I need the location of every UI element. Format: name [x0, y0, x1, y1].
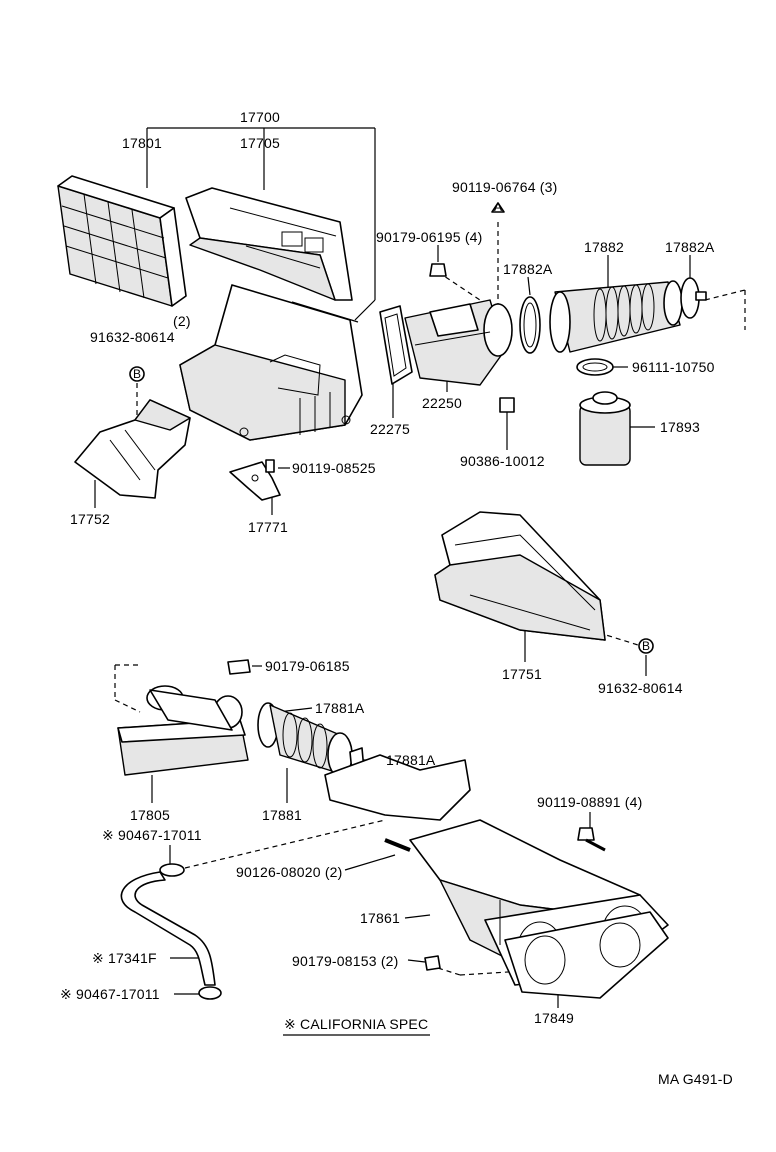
label-96111-10750: 96111-10750: [632, 359, 715, 375]
label-17705: 17705: [240, 135, 280, 151]
hose-clip-bottom-drawing: [198, 986, 222, 1000]
label-22275: 22275: [370, 421, 410, 437]
clamp-17882a-left-drawing: [519, 296, 541, 354]
label-17849: 17849: [534, 1010, 574, 1026]
label-17771: 17771: [248, 519, 288, 535]
label-90179-06185: 90179-06185: [265, 658, 350, 674]
label-17341f: ※ 17341F: [92, 950, 157, 966]
label-17805: 17805: [130, 807, 170, 823]
air-cleaner-case-drawing: [179, 284, 363, 441]
label-91632-right: 91632-80614: [598, 680, 683, 696]
clamp-96111-drawing: [576, 358, 614, 376]
label-17881a-mid: 17881A: [386, 752, 436, 768]
label-17881a-top: 17881A: [315, 700, 365, 716]
label-17801: 17801: [122, 135, 162, 151]
california-spec-note: ※ CALIFORNIA SPEC: [284, 1016, 428, 1032]
inlet-duct-17751-drawing: [434, 511, 606, 641]
label-90179-06195: 90179-06195 (4): [376, 229, 483, 245]
air-flow-meter-22250-drawing: [404, 299, 513, 386]
marker-b-right-text: B: [642, 639, 650, 653]
marker-b-right: B: [638, 638, 654, 654]
label-17700: 17700: [240, 109, 280, 125]
label-17882a-left: 17882A: [503, 261, 553, 277]
clip-90179-06185-drawing: [227, 659, 251, 675]
label-17882: 17882: [584, 239, 624, 255]
nut-90179-06195-drawing: [429, 263, 447, 277]
nut-90179-08153-drawing: [424, 955, 441, 971]
marker-a: A: [491, 200, 505, 214]
hose-17881-drawing: [269, 704, 353, 778]
hose-17341f-drawing: [120, 871, 216, 986]
label-90126-08020: 90126-08020 (2): [236, 864, 343, 880]
marker-b-left: B: [129, 366, 145, 382]
label-17751: 17751: [502, 666, 542, 682]
stud-90126-drawing: [384, 838, 411, 852]
part-labels: 17700 17801 17705 (2) 91632-80614 17752 …: [60, 109, 733, 1087]
label-17881: 17881: [262, 807, 302, 823]
inlet-duct-17752-drawing: [74, 399, 191, 499]
label-90179-08153: 90179-08153 (2): [292, 953, 399, 969]
label-91632-left: 91632-80614: [90, 329, 175, 345]
bolt-90119-08891-drawing: [577, 827, 606, 852]
gasket-17849-drawing: [504, 911, 669, 999]
hose-17882-drawing: [549, 280, 683, 353]
air-cleaner-cap-drawing: [185, 187, 353, 301]
leader-lines: [94, 127, 746, 1036]
label-90119-08525: 90119-08525: [292, 460, 376, 476]
label-90467-bottom: ※ 90467-17011: [60, 986, 160, 1002]
grommet-90386-drawing: [499, 397, 515, 413]
label-90119-08891: 90119-08891 (4): [537, 794, 642, 810]
air-box-17805-drawing: [117, 685, 249, 776]
marker-a-text: A: [494, 200, 502, 214]
bracket-17771-drawing: [229, 459, 281, 501]
label-22250: 22250: [422, 395, 462, 411]
clamp-17882a-right-drawing: [680, 277, 707, 319]
label-17893: 17893: [660, 419, 700, 435]
hose-clip-top-drawing: [159, 863, 185, 877]
resonator-17893-drawing: [579, 391, 631, 466]
label-90386-10012: 90386-10012: [460, 453, 545, 469]
marker-b-left-text: B: [133, 367, 141, 381]
label-filter-qty: (2): [173, 313, 191, 329]
gasket-22275-drawing: [379, 305, 413, 385]
label-90119-06764: 90119-06764 (3): [452, 179, 557, 195]
label-17882a-right: 17882A: [665, 239, 715, 255]
label-17752: 17752: [70, 511, 110, 527]
filter-element-drawing: [57, 175, 187, 307]
diagram-code: MA G491-D: [658, 1071, 733, 1087]
label-17861: 17861: [360, 910, 400, 926]
label-90467-top: ※ 90467-17011: [102, 827, 202, 843]
